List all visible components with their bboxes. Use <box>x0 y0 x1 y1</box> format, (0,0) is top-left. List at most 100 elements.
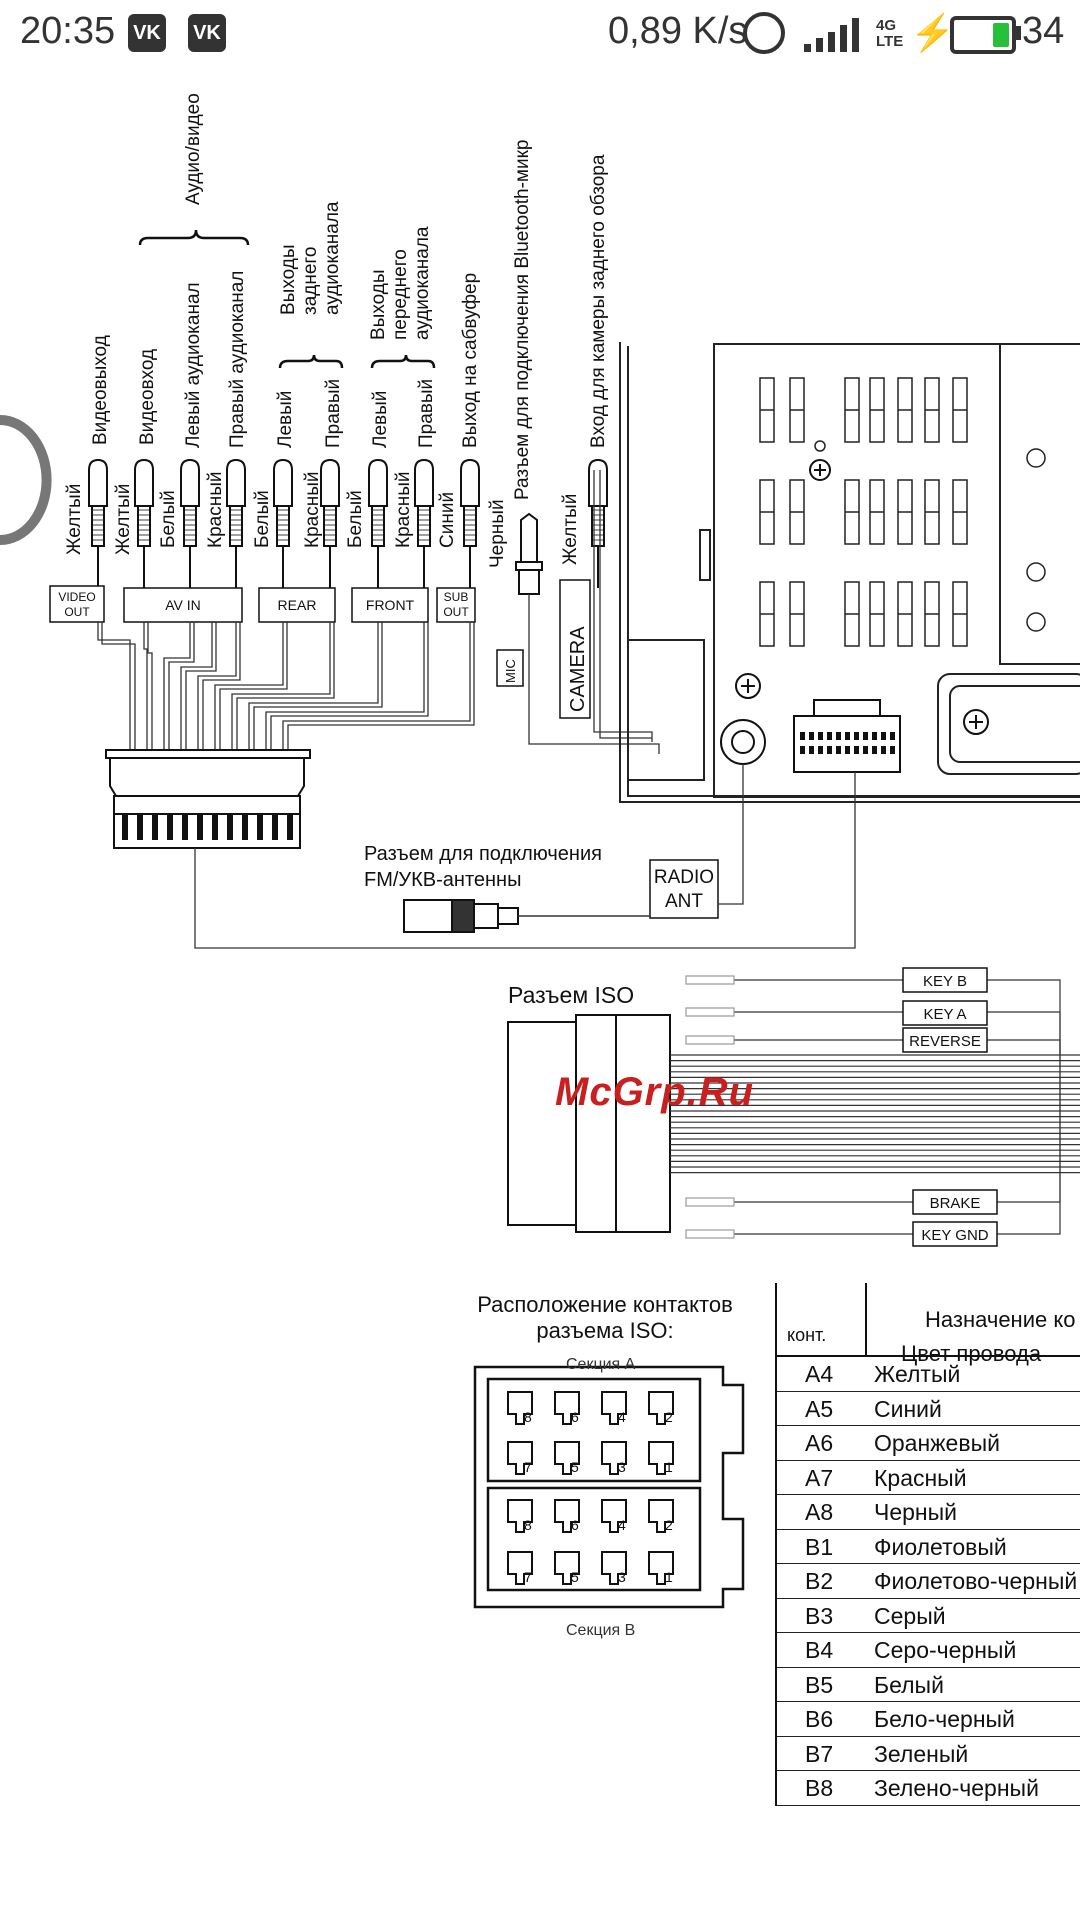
harness-wire <box>248 622 379 750</box>
label-yellow: Желтый <box>64 484 85 555</box>
iso-layout-title-line: Расположение контактов <box>477 1292 733 1317</box>
pin-contact: B3 <box>805 1602 834 1629</box>
mic-label: MIC <box>503 659 518 683</box>
fm-antenna-plug <box>403 899 519 933</box>
label-black: Черный <box>487 499 508 568</box>
iso-pin-number: 7 <box>524 1459 532 1475</box>
av-in-label: AV IN <box>165 597 201 613</box>
connector-pin <box>122 814 128 840</box>
iso-layout-title: Расположение контактов разъема ISO: <box>470 1292 740 1344</box>
iso-pin <box>648 1441 674 1475</box>
network-speed: 0,89 K/s <box>608 10 748 52</box>
iso-pin <box>601 1499 627 1533</box>
iso-socket-pin <box>872 746 877 754</box>
label-left: Левый <box>275 391 296 448</box>
iso-socket-pin <box>827 746 832 754</box>
iso-socket-pin <box>854 732 859 740</box>
iso-pin <box>648 1551 674 1585</box>
charging-icon: ⚡ <box>910 12 955 53</box>
iso-socket-pin <box>845 746 850 754</box>
battery-level: 34 <box>1022 10 1065 52</box>
iso-pin <box>507 1499 533 1533</box>
iso-socket-pin <box>800 732 805 740</box>
harness-wire <box>219 622 288 750</box>
table-row: B4 Серо-черный <box>777 1633 1080 1668</box>
label-audio-video: Аудио/видео <box>183 93 204 205</box>
pin-contact: B7 <box>805 1740 834 1767</box>
iso-pin <box>507 1441 533 1475</box>
label-red: Красный <box>302 472 323 548</box>
section-b-label: Секция В <box>566 1622 636 1639</box>
harness-wire <box>185 622 217 750</box>
rca-connector <box>273 458 293 507</box>
pin-contact: A5 <box>805 1395 834 1422</box>
pin-contact: A6 <box>805 1430 834 1456</box>
harness-wire <box>214 622 284 750</box>
harness-wire <box>143 622 148 750</box>
harness-wire <box>147 622 153 750</box>
harness-wire <box>282 622 471 750</box>
pin-wire-color: Желтый <box>874 1361 961 1387</box>
harness-wire <box>265 622 425 750</box>
harness-wire <box>287 622 475 750</box>
iso-layout-title-line: разъема ISO: <box>536 1318 674 1343</box>
iso-pin-number: 8 <box>524 1409 532 1425</box>
iso-pin <box>601 1551 627 1585</box>
tag-brake <box>912 1189 998 1215</box>
fm-antenna-label: Разъем для подключения <box>364 843 602 865</box>
pin-contact: B1 <box>805 1533 834 1560</box>
pin-wire-color: Серо-черный <box>874 1637 1017 1663</box>
front-label: FRONT <box>366 597 415 613</box>
iso-pin-number: 1 <box>665 1569 673 1585</box>
pin-contact: B8 <box>805 1775 834 1801</box>
status-time: 20:35 <box>20 10 116 52</box>
wire-terminal <box>685 975 735 985</box>
pin-contact: B4 <box>805 1637 834 1663</box>
iso-connector <box>507 1014 671 1233</box>
harness-wire <box>168 622 195 750</box>
label-rear-outputs-1: Выходы <box>278 244 299 315</box>
pin-wire-color: Красный <box>874 1464 967 1491</box>
radio-ant-box <box>649 859 719 919</box>
watermark: McGrp.Ru <box>555 1070 755 1114</box>
rca-connector <box>588 458 608 507</box>
iso-tagged-wire <box>690 1011 1061 1055</box>
iso-socket <box>793 699 901 773</box>
iso-pin <box>554 1551 580 1585</box>
pin-contact: A4 <box>805 1361 834 1387</box>
rca-connector <box>180 458 200 507</box>
vk-icon: VK <box>128 14 166 52</box>
iso-socket-pin <box>881 732 886 740</box>
pin-wire-color: Фиолетово-черный <box>874 1568 1078 1594</box>
iso-pin-number: 2 <box>665 1409 673 1425</box>
tag-label: BRAKE <box>930 1195 981 1212</box>
harness-wire <box>180 622 213 750</box>
vk-icon: VK <box>188 14 226 52</box>
label-white: Белый <box>252 490 273 548</box>
harness-wire <box>197 622 237 750</box>
label-bt-mic: Разъем для подключения Bluetooth-микр <box>512 140 533 501</box>
tag-label: KEY GND <box>921 1227 988 1244</box>
iso-pin-number: 6 <box>571 1409 579 1425</box>
iso-socket-pin <box>863 732 868 740</box>
iso-socket-pin <box>845 732 850 740</box>
iso-socket-pin <box>881 746 886 754</box>
tag-label: KEY A <box>923 1006 966 1023</box>
pin-wire-color: Серый <box>874 1602 946 1629</box>
video-out-box <box>49 585 105 623</box>
rca-connector <box>368 458 388 507</box>
rear-label: REAR <box>278 597 317 613</box>
iso-socket-pin <box>890 732 895 740</box>
rca-connector <box>226 458 246 507</box>
header-contact: конт. <box>787 1325 827 1345</box>
battery-icon <box>950 16 1016 54</box>
label-white: Белый <box>158 490 179 548</box>
label-red: Красный <box>393 472 414 548</box>
tag-key-b <box>902 967 988 993</box>
